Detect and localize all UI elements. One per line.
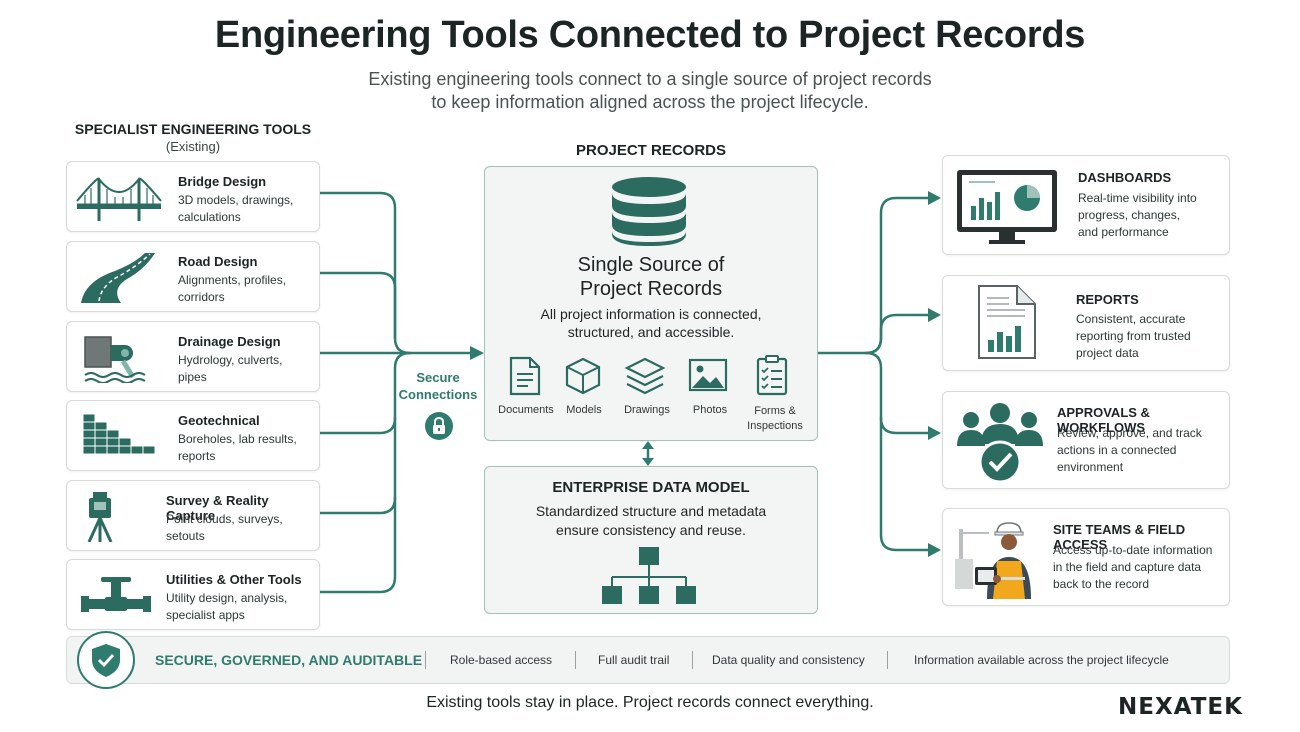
company-logo: NEXATEK xyxy=(1118,694,1243,720)
tool-name: Survey & Reality Capture xyxy=(166,493,269,523)
divider xyxy=(425,651,426,669)
type-label-documents: Documents xyxy=(498,404,554,416)
page-title: Engineering Tools Connected to Project R… xyxy=(214,14,1086,56)
tool-description: Utility design, analysis,specialist apps xyxy=(166,591,288,622)
tool-card-utilities[interactable]: Utilities & Other Tools Utility design, … xyxy=(66,559,320,630)
governance-item-data-quality: Data quality and consistency xyxy=(712,653,865,667)
document-icon xyxy=(509,356,541,396)
governance-item-availability: Information available across the project… xyxy=(914,653,1169,667)
brick-wall-icon xyxy=(82,413,156,455)
arrow-reports xyxy=(928,308,941,322)
tool-card-geotechnical[interactable]: Geotechnical Boreholes, lab results,repo… xyxy=(66,400,320,471)
tool-description: Hydrology, culverts,pipes xyxy=(178,353,283,384)
total-station-icon xyxy=(87,492,113,542)
connector-site xyxy=(879,416,932,552)
governance-bar xyxy=(66,636,1230,684)
tools-heading: SPECIALIST ENGINEERING TOOLS xyxy=(74,121,312,137)
arrow-dashboards xyxy=(928,191,941,205)
database-icon xyxy=(612,177,686,246)
data-model-title: ENTERPRISE DATA MODEL xyxy=(552,479,750,496)
connector-dashboards xyxy=(816,196,932,355)
drainage-icon xyxy=(84,336,146,383)
arrow-into-records xyxy=(470,346,484,360)
data-model-description: Standardized structure and metadata ensu… xyxy=(535,503,767,538)
governance-item-role-access: Role-based access xyxy=(450,653,553,667)
page-subtitle: Existing engineering tools connect to a … xyxy=(368,69,932,112)
connector-utilities xyxy=(318,496,397,594)
arrow-site xyxy=(928,543,941,557)
tool-name: Utilities & Other Tools xyxy=(166,572,302,587)
cube-icon xyxy=(565,357,601,395)
output-card-approvals[interactable]: APPROVALS & WORKFLOWS Review, approve, a… xyxy=(942,391,1230,489)
tools-subheading: (Existing) xyxy=(165,139,221,154)
tool-card-road-design[interactable]: Road Design Alignments, profiles,corrido… xyxy=(66,241,320,312)
tool-card-drainage-design[interactable]: Drainage Design Hydrology, culverts,pipe… xyxy=(66,321,320,392)
field-worker-icon xyxy=(955,522,1031,599)
secure-connections-label: Secure Connections xyxy=(398,370,478,402)
monitor-dashboard-icon xyxy=(957,170,1057,244)
arrow-up-datamodel xyxy=(642,441,654,449)
tool-description: Boreholes, lab results,reports xyxy=(178,432,297,463)
road-icon xyxy=(81,253,155,303)
tool-name: Road Design xyxy=(178,254,258,269)
divider xyxy=(692,651,693,669)
output-title: APPROVALS & WORKFLOWS xyxy=(1057,405,1150,435)
records-title: Single Source of Project Records xyxy=(577,254,725,300)
connector-reports xyxy=(864,313,932,355)
pipe-valve-icon xyxy=(81,577,151,612)
tool-description: Point clouds, surveys,setouts xyxy=(166,512,283,543)
connector-bridge xyxy=(318,191,412,355)
tool-description: Alignments, profiles,corridors xyxy=(178,273,287,304)
type-label-forms: Forms &Inspections xyxy=(747,405,803,432)
governance-item-audit-trail: Full audit trail xyxy=(598,653,670,667)
tool-name: Bridge Design xyxy=(178,174,267,189)
checklist-icon xyxy=(756,355,788,396)
type-label-drawings: Drawings xyxy=(624,404,670,416)
governance-label: SECURE, GOVERNED, AND AUDITABLE xyxy=(155,652,423,668)
divider xyxy=(887,651,888,669)
output-title: DASHBOARDS xyxy=(1078,170,1172,185)
type-label-photos: Photos xyxy=(692,404,728,416)
arrow-down-datamodel xyxy=(642,458,654,466)
team-approval-icon xyxy=(957,403,1043,484)
tool-card-survey[interactable]: Survey & Reality Capture Point clouds, s… xyxy=(66,480,320,551)
hierarchy-icon xyxy=(602,547,696,604)
records-description: All project information is connected, st… xyxy=(540,306,762,340)
tool-description: 3D models, drawings,calculations xyxy=(178,193,294,224)
type-label-models: Models xyxy=(566,404,602,416)
lock-icon xyxy=(425,412,453,440)
output-title: SITE TEAMS & FIELD ACCESS xyxy=(1053,522,1186,552)
divider xyxy=(575,651,576,669)
output-card-site-teams[interactable]: SITE TEAMS & FIELD ACCESS Access up-to-d… xyxy=(942,508,1230,606)
connector-road xyxy=(318,271,397,340)
photo-icon xyxy=(688,358,728,392)
connector-approvals xyxy=(864,351,932,435)
output-title: REPORTS xyxy=(1076,292,1139,307)
records-heading: PROJECT RECORDS xyxy=(575,142,727,159)
tool-name: Drainage Design xyxy=(178,334,281,349)
footer-tagline: Existing tools stay in place. Project re… xyxy=(426,694,874,711)
shield-check-icon xyxy=(77,631,135,689)
layers-icon xyxy=(624,357,666,395)
report-icon xyxy=(978,285,1036,359)
tool-name: Geotechnical xyxy=(178,413,260,428)
arrow-approvals xyxy=(928,426,941,440)
tool-card-bridge-design[interactable]: Bridge Design 3D models, drawings,calcul… xyxy=(66,161,320,232)
bridge-icon xyxy=(76,177,162,221)
